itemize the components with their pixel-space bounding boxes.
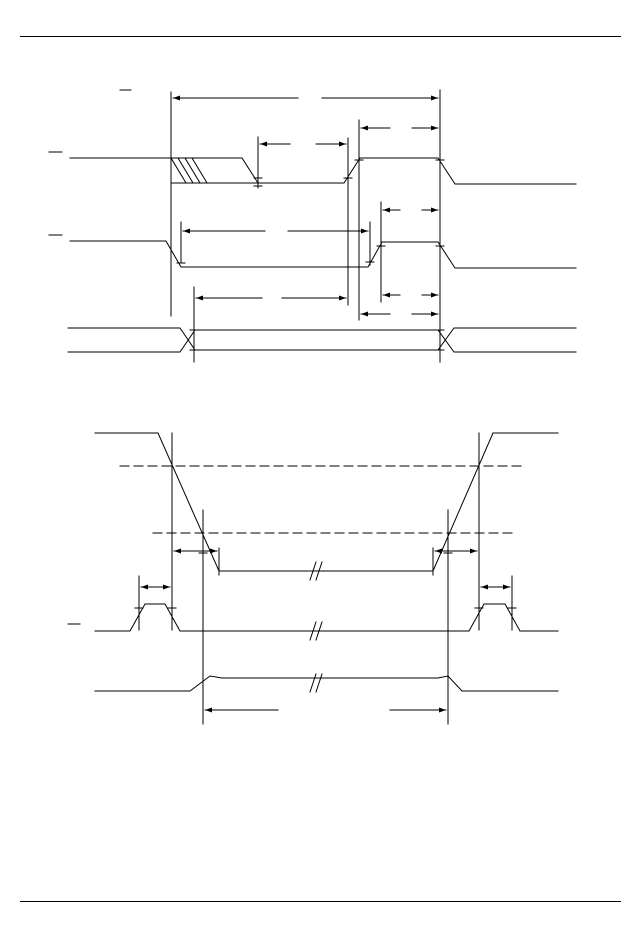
timing-diagram-lower	[67, 432, 559, 725]
waveform-supply	[94, 432, 559, 572]
timing-diagram-upper	[48, 89, 577, 363]
waveform-output	[94, 675, 559, 692]
dimension-arrows	[140, 548, 511, 713]
waveform-signal-2	[69, 240, 577, 269]
edge-ticks	[176, 159, 445, 351]
waveform-hatch	[170, 157, 187, 184]
bus-line-upper	[67, 327, 577, 351]
bus-line-lower	[67, 329, 577, 353]
break-marks	[309, 561, 323, 693]
footer-rule	[20, 901, 621, 902]
waveform-hatch	[184, 157, 201, 184]
waveform-control	[94, 603, 559, 632]
dimension-arrows	[172, 95, 439, 317]
waveform-signal-1	[69, 157, 577, 185]
waveform-hatch	[177, 157, 194, 184]
waveform-hatch	[191, 157, 208, 184]
edge-ticks	[134, 552, 517, 609]
header-rule	[20, 36, 621, 37]
